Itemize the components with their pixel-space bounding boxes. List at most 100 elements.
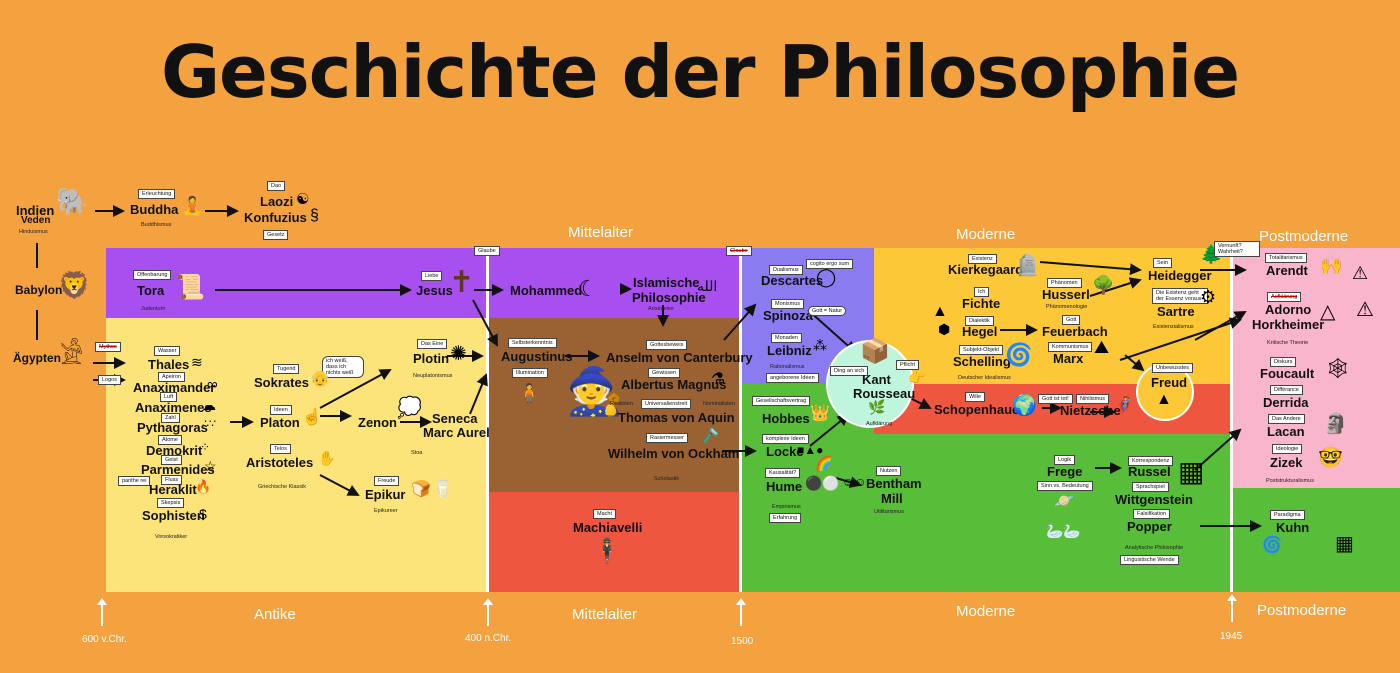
- sub-poststrukturalismus: Poststrukturalismus: [1266, 478, 1314, 484]
- concept-differance: Différance: [1270, 385, 1303, 396]
- name-mohammed: Mohammed: [510, 283, 583, 298]
- nature-figure-icon: 🌿: [868, 399, 886, 415]
- year-arrow-1500: [736, 598, 746, 626]
- name-hume: Hume: [766, 479, 803, 494]
- concept-monismus: Monismus: [771, 299, 805, 310]
- network-icon: 🕸: [1325, 358, 1351, 380]
- buddha-icon: 🧘: [181, 196, 204, 216]
- name-islamische-1: Islamische: [633, 275, 700, 290]
- concept-dialektik: Dialektik: [965, 316, 994, 327]
- concept-geist: Geist: [161, 455, 182, 466]
- wave-icon: ≋: [191, 354, 203, 370]
- dots-icon: ∴∵: [202, 418, 216, 430]
- concept-gewissen: Gewissen: [648, 368, 681, 379]
- concept-subjekt-objekt: Subjekt-Objekt: [959, 345, 1004, 356]
- concept-apeiron: Apeiron: [158, 372, 185, 383]
- era-bottom-antike: Antike: [254, 606, 296, 623]
- concept-tugend: Tugend: [273, 364, 300, 375]
- name-arendt: Arendt: [1266, 263, 1308, 278]
- razor-icon: 🪒: [702, 427, 720, 443]
- name-kierkegaard: Kierkegaard: [948, 262, 1024, 277]
- name-nietzsche: Nietzsche: [1060, 403, 1121, 418]
- concept-falsifikation: Falsifikation: [1133, 509, 1171, 520]
- concept-fluss: Fluss: [161, 475, 183, 486]
- name-hegel: Hegel: [962, 324, 998, 339]
- sub-analytische: Analytische Philosophie: [1125, 545, 1184, 551]
- name-parmenides: Parmenides: [141, 462, 215, 477]
- name-sartre: Sartre: [1157, 304, 1195, 319]
- sub-existenzialismus: Existenzialismus: [1153, 324, 1194, 330]
- organism-icon: 🌀: [1005, 342, 1033, 367]
- concept-gottesbeweis: Gottesbeweis: [646, 340, 688, 351]
- concept-sprachspiel: Sprachspiel: [1132, 482, 1169, 493]
- box-icon: 📦: [860, 338, 890, 365]
- sub-buddhismus: Buddhismus: [141, 222, 172, 228]
- year-arrow-1945: [1227, 594, 1237, 622]
- name-anaximander: Anaximander: [133, 380, 216, 395]
- concept-freude: Freude: [374, 476, 400, 487]
- scroll-icon: 📜: [175, 274, 205, 301]
- concept-kausalitaet: Kausalität?: [765, 468, 801, 479]
- lion-icon: 🦁: [58, 270, 91, 300]
- concept-linguistische: Linguistische Wende: [1120, 555, 1179, 566]
- concept-dualismus: Dualismus: [769, 265, 803, 276]
- name-tora: Tora: [137, 283, 165, 298]
- sub-nominalisten: Nominalisten: [703, 401, 735, 407]
- name-aegypten: Ägypten: [13, 351, 61, 365]
- shapes-icon: ■▲●: [797, 443, 824, 457]
- concept-monaden: Monaden: [771, 333, 802, 344]
- concept-zahl: Zahl: [161, 413, 180, 424]
- warning-icon: ⚠: [1352, 263, 1369, 283]
- board-icon: ▦: [1178, 456, 1205, 487]
- concept-ideen: Ideen: [270, 405, 292, 416]
- sub-scholastik: Scholastik: [654, 476, 680, 482]
- concept-macht: Macht: [593, 509, 616, 520]
- name-freud: Freud: [1151, 375, 1188, 390]
- cloud-icon: ☁: [202, 397, 216, 413]
- concept-gesellschaftsvertrag: Gesellschaftsvertrag: [752, 396, 811, 407]
- year-1945: 1945: [1220, 631, 1243, 642]
- divider-400: [486, 248, 489, 592]
- concept-phaenomen: Phänomen: [1047, 278, 1082, 289]
- concept-universalienstreit: Universalienstreit: [641, 399, 692, 410]
- grave-icon: 🪦: [1015, 255, 1040, 277]
- concept-sinn-bedeutung: Sinn vs. Bedeutung: [1037, 481, 1093, 492]
- concept-glaube-2: Glaube: [726, 246, 752, 257]
- concept-mythos: Mythos: [95, 342, 121, 353]
- crescent-icon: ☾: [578, 276, 598, 301]
- name-jesus: Jesus: [416, 283, 453, 298]
- name-veden: Veden: [21, 215, 51, 226]
- globe-icon: 🌍: [1012, 395, 1037, 417]
- concept-gott: Gott: [1062, 315, 1081, 326]
- cross-icon: ✝: [449, 266, 475, 299]
- era-top-moderne: Moderne: [956, 226, 1016, 243]
- name-heidegger: Heidegger: [1148, 268, 1212, 283]
- people-icon: ☺☺: [842, 475, 867, 489]
- era-bottom-mittelalter: Mittelalter: [572, 606, 638, 623]
- sub-empirismus: Empirismus: [772, 504, 801, 510]
- sokrates-face-icon: 👴: [310, 371, 330, 388]
- name-rousseau: Rousseau: [853, 386, 916, 401]
- hand-pointing-icon: 👉: [908, 369, 926, 385]
- concept-ding-an-sich: Ding an sich: [830, 366, 869, 377]
- concept-diskurs: Diskurs: [1270, 357, 1297, 368]
- alchemist-icon: ⚗: [711, 371, 726, 388]
- name-zenon: Zenon: [358, 415, 397, 430]
- sub-rationalismus: Rationalismus: [770, 364, 805, 370]
- sub-realisten: Realisten: [610, 401, 633, 407]
- pyramid-icon: ⛰: [1094, 337, 1110, 357]
- name-kuhn: Kuhn: [1276, 520, 1310, 535]
- concept-sein: Sein: [1153, 258, 1173, 269]
- name-ockham: Wilhelm von Ockham: [608, 446, 740, 461]
- region-postmoderne-pink: [1233, 248, 1400, 488]
- concept-logos: Logos: [98, 375, 121, 386]
- concept-nihilismus: Nihilismus: [1076, 394, 1110, 405]
- region-antike-purple: [106, 248, 487, 318]
- name-sophisten: Sophisten: [142, 508, 205, 523]
- hand-icon: ✋: [318, 450, 336, 466]
- crowd-icon: 👑: [810, 405, 830, 422]
- name-bentham: Bentham: [866, 476, 922, 491]
- paragraph-icon: §: [310, 207, 319, 224]
- era-top-postmoderne: Postmoderne: [1259, 228, 1349, 245]
- sub-utilitarismus: Utilitarismus: [874, 509, 904, 515]
